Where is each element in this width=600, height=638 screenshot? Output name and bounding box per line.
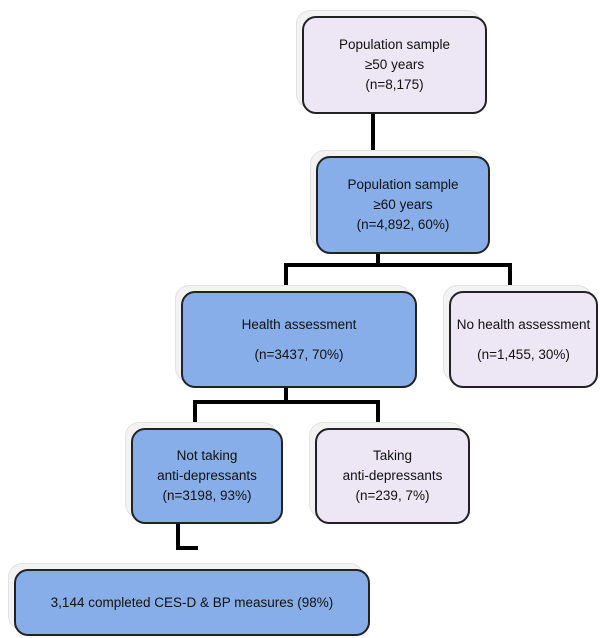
node-taking-line2: anti-depressants [342, 468, 443, 483]
node-completed-line1: 3,144 completed CES-D & BP measures (98%… [50, 594, 334, 610]
node-health-assessment-line1: Health assessment [241, 316, 357, 332]
connector-nottaking-completed-stem [176, 522, 180, 550]
connector-health-split-bar [193, 400, 380, 404]
node-taking-antidepressants: Taking anti-depressants (n=239, 7%) [315, 428, 470, 524]
node-completed-measures: 3,144 completed CES-D & BP measures (98%… [14, 569, 370, 636]
node-not-taking-line1: Not taking [176, 448, 238, 463]
connector-health-split-stem [284, 386, 288, 403]
node-health-assessment: Health assessment (n=3437, 70%) [181, 291, 417, 388]
connector-pop60-split-stem [376, 252, 380, 265]
node-population-50-line3: (n=8,175) [365, 77, 424, 92]
node-population-60-line1: Population sample [347, 177, 459, 192]
node-no-health-assessment-line1: No health assessment [456, 316, 591, 332]
connector-split-nohealth [508, 263, 512, 293]
node-population-60-line2: ≥60 years [373, 197, 433, 212]
node-population-50-line1: Population sample [338, 37, 451, 52]
node-no-health-assessment: No health assessment (n=1,455, 30%) [449, 291, 598, 388]
node-not-taking-line2: anti-depressants [157, 468, 257, 483]
connector-nottaking-completed-bar [176, 546, 198, 550]
node-health-assessment-line2: (n=3437, 70%) [254, 346, 344, 362]
node-not-taking-line3: (n=3198, 93%) [162, 488, 252, 503]
connector-pop60-split-bar [284, 263, 512, 267]
node-no-health-assessment-line2: (n=1,455, 30%) [477, 346, 570, 362]
connector-split-health [284, 263, 288, 293]
node-taking-line1: Taking [372, 448, 413, 463]
connector-pop50-pop60 [371, 112, 375, 158]
connector-split-nottaking [193, 400, 197, 430]
node-population-60: Population sample ≥60 years (n=4,892, 60… [316, 156, 490, 254]
node-population-50-line2: ≥50 years [364, 57, 425, 72]
node-not-taking-antidepressants: Not taking anti-depressants (n=3198, 93%… [131, 428, 283, 524]
connector-split-taking [376, 400, 380, 430]
node-taking-line3: (n=239, 7%) [355, 488, 430, 503]
node-population-50: Population sample ≥50 years (n=8,175) [302, 16, 487, 114]
node-population-60-line3: (n=4,892, 60%) [356, 217, 450, 232]
